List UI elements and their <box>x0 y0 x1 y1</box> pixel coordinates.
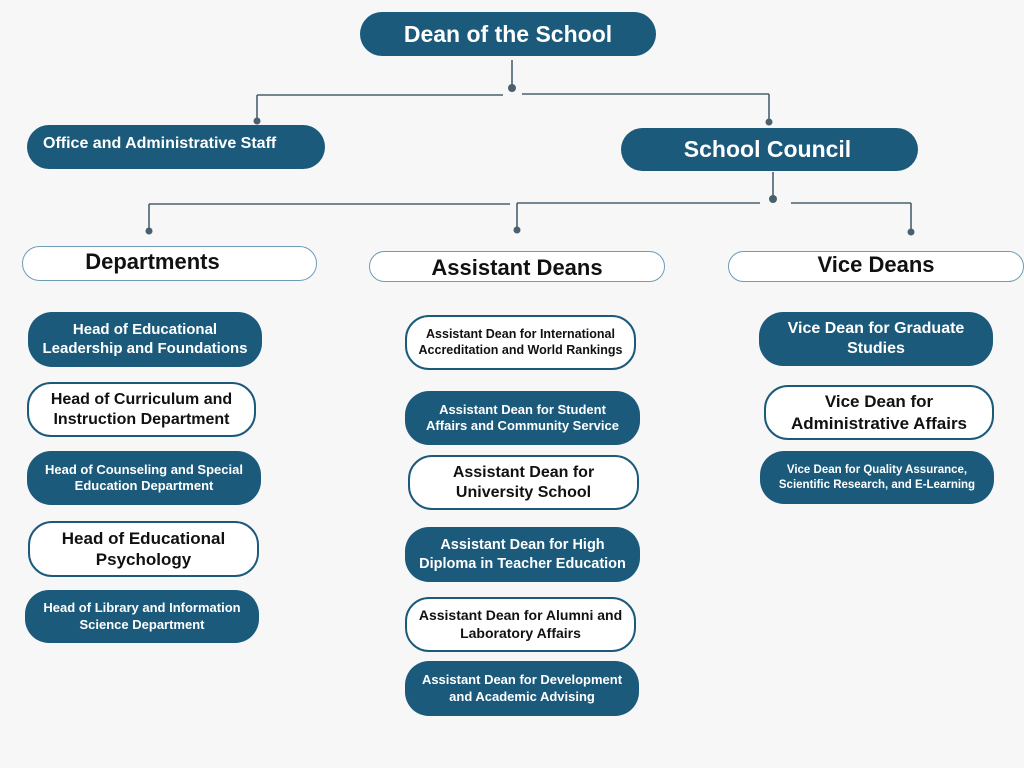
departments-header[interactable]: Departments <box>22 246 317 281</box>
asst-dean-accreditation[interactable]: Assistant Dean for International Accredi… <box>405 315 636 370</box>
asst-dean-alumni-laboratory[interactable]: Assistant Dean for Alumni and Laboratory… <box>405 597 636 652</box>
connector-dot <box>253 117 261 125</box>
connector-dot <box>513 226 521 234</box>
vice-dean-quality-assurance[interactable]: Vice Dean for Quality Assurance, Scienti… <box>760 451 994 504</box>
office-staff-box[interactable]: Office and Administrative Staff <box>27 125 325 169</box>
dept-library-information[interactable]: Head of Library and Information Science … <box>25 590 259 643</box>
connector-dot <box>145 227 153 235</box>
asst-dean-high-diploma[interactable]: Assistant Dean for High Diploma in Teach… <box>405 527 640 582</box>
dept-educational-psychology[interactable]: Head of Educational Psychology <box>28 521 259 577</box>
school-council-box[interactable]: School Council <box>621 128 918 171</box>
assistant-deans-header[interactable]: Assistant Deans <box>369 251 665 282</box>
connector-dot <box>907 228 915 236</box>
asst-dean-university-school[interactable]: Assistant Dean for University School <box>408 455 639 510</box>
dean-box[interactable]: Dean of the School <box>360 12 656 56</box>
dept-educational-leadership[interactable]: Head of Educational Leadership and Found… <box>28 312 262 367</box>
dept-curriculum-instruction[interactable]: Head of Curriculum and Instruction Depar… <box>27 382 256 437</box>
vice-deans-header[interactable]: Vice Deans <box>728 251 1024 282</box>
connector-dot <box>769 195 777 203</box>
vice-dean-graduate-studies[interactable]: Vice Dean for Graduate Studies <box>759 312 993 366</box>
connector-dot <box>508 84 516 92</box>
dept-counseling-special-ed[interactable]: Head of Counseling and Special Education… <box>27 451 261 505</box>
asst-dean-development-advising[interactable]: Assistant Dean for Development and Acade… <box>405 661 639 716</box>
asst-dean-student-affairs[interactable]: Assistant Dean for Student Affairs and C… <box>405 391 640 445</box>
vice-dean-administrative-affairs[interactable]: Vice Dean for Administrative Affairs <box>764 385 994 440</box>
connector-dot <box>765 118 773 126</box>
